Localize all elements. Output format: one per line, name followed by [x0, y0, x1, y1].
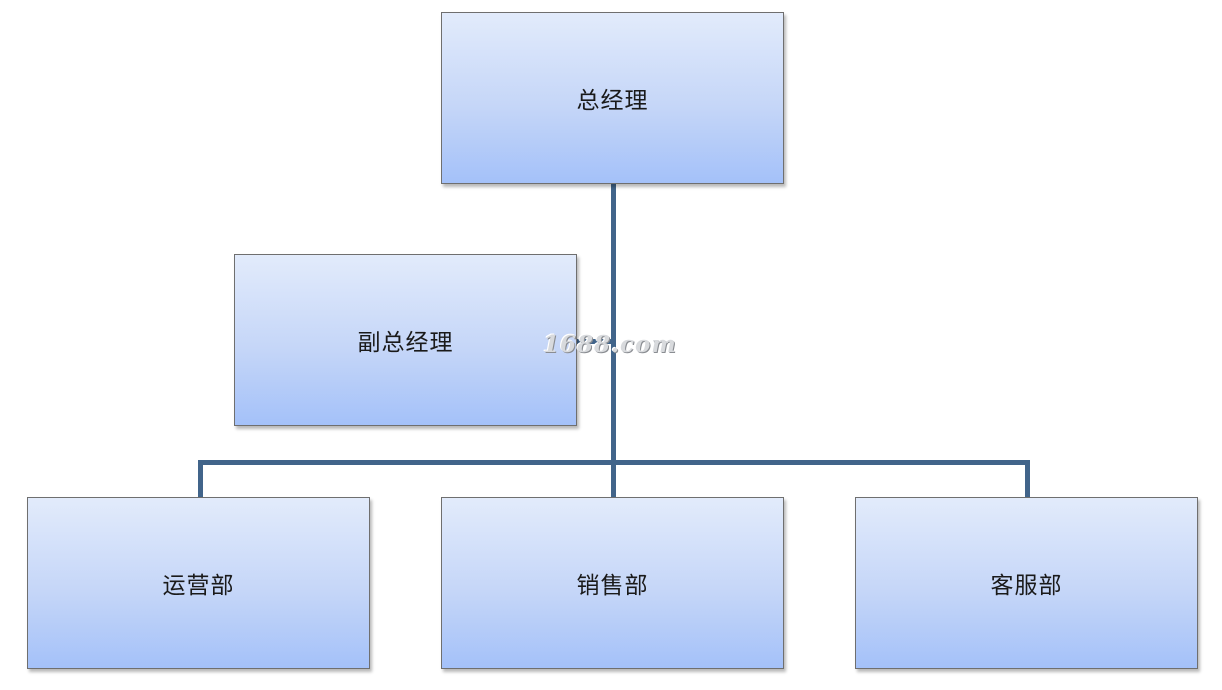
node-label-sales-department: 销售部: [576, 573, 649, 599]
node-deputy-general-manager: 副总经理: [234, 254, 577, 426]
connector-assistant: [577, 339, 613, 344]
connector-drop-customer-service: [1025, 460, 1030, 498]
node-label-operations-department: 运营部: [162, 573, 235, 599]
watermark: 1688.com: [543, 331, 677, 358]
node-operations-department: 运营部: [27, 497, 370, 669]
node-sales-department: 销售部: [441, 497, 784, 669]
node-label-customer-service-department: 客服部: [990, 573, 1063, 599]
node-label-general-manager: 总经理: [576, 88, 649, 114]
node-general-manager: 总经理: [441, 12, 784, 184]
node-label-deputy-general-manager: 副总经理: [357, 330, 454, 356]
node-customer-service-department: 客服部: [855, 497, 1198, 669]
connector-drop-operations: [198, 460, 203, 498]
connector-trunk: [611, 184, 616, 498]
connector-department-bus: [198, 460, 1030, 465]
